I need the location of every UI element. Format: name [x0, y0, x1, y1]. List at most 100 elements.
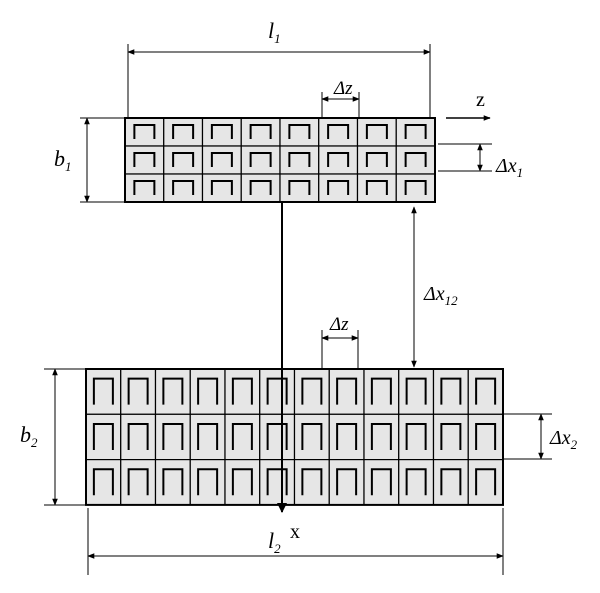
- array-element: [259, 459, 296, 506]
- dz-bottom-dimension: [321, 330, 359, 368]
- element-icon: [336, 377, 358, 405]
- element-icon: [133, 180, 156, 195]
- element-icon: [197, 468, 219, 496]
- element-icon: [301, 468, 323, 496]
- element-icon: [404, 152, 427, 167]
- array-element: [189, 368, 226, 415]
- array-element: [293, 413, 330, 461]
- array-element: [279, 173, 320, 203]
- element-icon: [475, 422, 497, 450]
- array-element: [467, 413, 504, 461]
- array-element: [240, 117, 281, 147]
- element-icon: [249, 180, 272, 195]
- array-element: [201, 117, 242, 147]
- array-element: [120, 413, 157, 461]
- array-element: [279, 117, 320, 147]
- element-icon: [197, 422, 219, 450]
- element-icon: [301, 377, 323, 405]
- element-icon: [440, 468, 462, 496]
- array-element: [224, 459, 261, 506]
- array-element: [395, 173, 436, 203]
- element-icon: [475, 468, 497, 496]
- element-icon: [172, 124, 195, 139]
- l1-dimension: [127, 44, 431, 117]
- array-element: [293, 459, 330, 506]
- bottom-array: [85, 368, 504, 506]
- dz-top-label: Δz: [333, 78, 353, 99]
- b1-label: b1: [54, 146, 72, 174]
- x-axis-label: x: [290, 521, 300, 543]
- array-element: [85, 368, 122, 415]
- element-icon: [249, 152, 272, 167]
- dx1-dimension: [438, 143, 492, 172]
- array-element: [432, 459, 469, 506]
- array-element: [154, 413, 191, 461]
- array-element: [318, 117, 359, 147]
- element-icon: [162, 468, 184, 496]
- array-element: [85, 413, 122, 461]
- top-array: [124, 117, 436, 203]
- dz-top-dimension: [321, 92, 360, 118]
- element-icon: [92, 377, 114, 405]
- array-element: [154, 459, 191, 506]
- element-icon: [266, 422, 288, 450]
- array-element: [432, 368, 469, 415]
- z-axis-label: z: [476, 89, 485, 111]
- array-element: [189, 459, 226, 506]
- element-icon: [127, 468, 149, 496]
- element-icon: [231, 422, 253, 450]
- array-element: [224, 413, 261, 461]
- element-icon: [249, 124, 272, 139]
- element-icon: [327, 124, 350, 139]
- element-icon: [404, 124, 427, 139]
- element-icon: [365, 180, 388, 195]
- element-icon: [231, 377, 253, 405]
- array-element: [328, 368, 365, 415]
- dx2-dimension: [502, 413, 552, 460]
- array-element: [201, 145, 242, 175]
- element-icon: [370, 422, 392, 450]
- dx1-label: Δx1: [495, 155, 523, 180]
- element-icon: [440, 422, 462, 450]
- array-element: [163, 117, 204, 147]
- array-element: [467, 459, 504, 506]
- array-element: [318, 173, 359, 203]
- array-element: [293, 368, 330, 415]
- element-icon: [231, 468, 253, 496]
- array-element: [432, 413, 469, 461]
- element-icon: [127, 422, 149, 450]
- l2-label: l2: [268, 528, 281, 556]
- array-element: [189, 413, 226, 461]
- element-icon: [288, 152, 311, 167]
- element-icon: [301, 422, 323, 450]
- array-element: [398, 368, 435, 415]
- element-icon: [133, 152, 156, 167]
- array-element: [224, 368, 261, 415]
- array-element: [163, 145, 204, 175]
- array-element: [395, 117, 436, 147]
- b1-dimension: [80, 117, 125, 203]
- array-element: [356, 117, 397, 147]
- array-element: [328, 459, 365, 506]
- array-element: [356, 145, 397, 175]
- element-icon: [336, 468, 358, 496]
- array-element: [395, 145, 436, 175]
- element-icon: [266, 468, 288, 496]
- element-icon: [336, 422, 358, 450]
- element-icon: [405, 377, 427, 405]
- array-element: [154, 368, 191, 415]
- element-icon: [288, 124, 311, 139]
- element-icon: [210, 152, 233, 167]
- array-element: [240, 145, 281, 175]
- array-element: [85, 459, 122, 506]
- element-icon: [404, 180, 427, 195]
- element-icon: [475, 377, 497, 405]
- array-element: [163, 173, 204, 203]
- array-element: [398, 413, 435, 461]
- array-element: [120, 368, 157, 415]
- array-element: [120, 459, 157, 506]
- l2-dimension: [87, 508, 504, 575]
- b2-dimension: [44, 368, 86, 506]
- element-icon: [133, 124, 156, 139]
- dx12-label: Δx12: [423, 283, 458, 308]
